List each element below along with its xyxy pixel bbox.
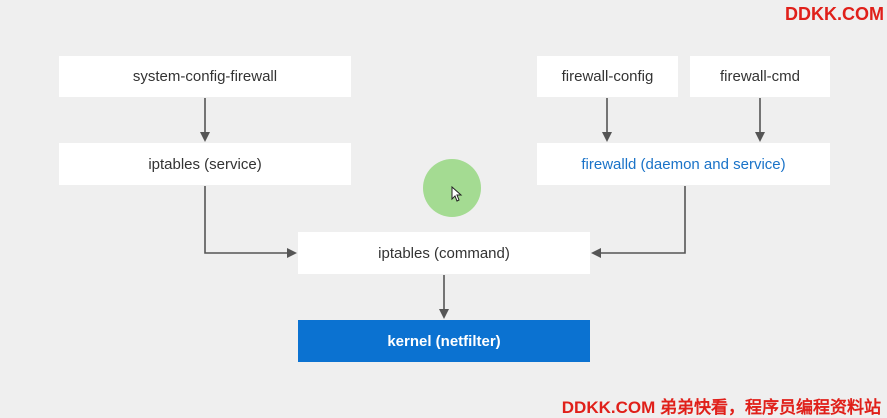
edge-iptables-service-to-command (204, 186, 297, 258)
edge-firewalld-to-command (591, 186, 686, 258)
watermark-top: DDKK.COM (785, 4, 884, 24)
node-firewall-config: firewall-config (537, 56, 678, 97)
mouse-pointer-icon (451, 186, 463, 202)
node-firewalld: firewalld (daemon and service) (537, 143, 830, 185)
watermark-bottom: DDKK.COM 弟弟快看，程序员编程资料站 (561, 398, 881, 417)
node-iptables-command: iptables (command) (298, 232, 590, 274)
node-system-config-firewall: system-config-firewall (59, 56, 351, 97)
node-firewall-cmd: firewall-cmd (690, 56, 830, 97)
node-iptables-service: iptables (service) (59, 143, 351, 185)
node-kernel-netfilter: kernel (netfilter) (298, 320, 590, 362)
